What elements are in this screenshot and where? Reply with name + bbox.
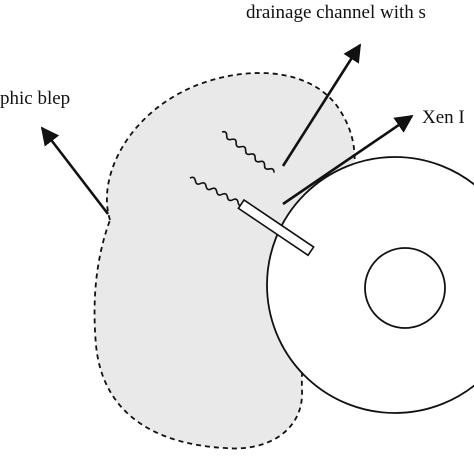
bleb-label: phic blep — [0, 88, 70, 109]
xen-arrow — [282, 114, 414, 206]
eye-inner-circle — [364, 247, 446, 329]
drainage-arrow — [281, 43, 362, 167]
drainage-channel-label: drainage channel with s — [246, 2, 426, 23]
xen-implant-label: Xen I — [422, 107, 465, 128]
bleb-arrow — [40, 126, 110, 215]
xen-implant — [237, 198, 315, 257]
drainage-channel-upper-wave — [221, 130, 275, 173]
